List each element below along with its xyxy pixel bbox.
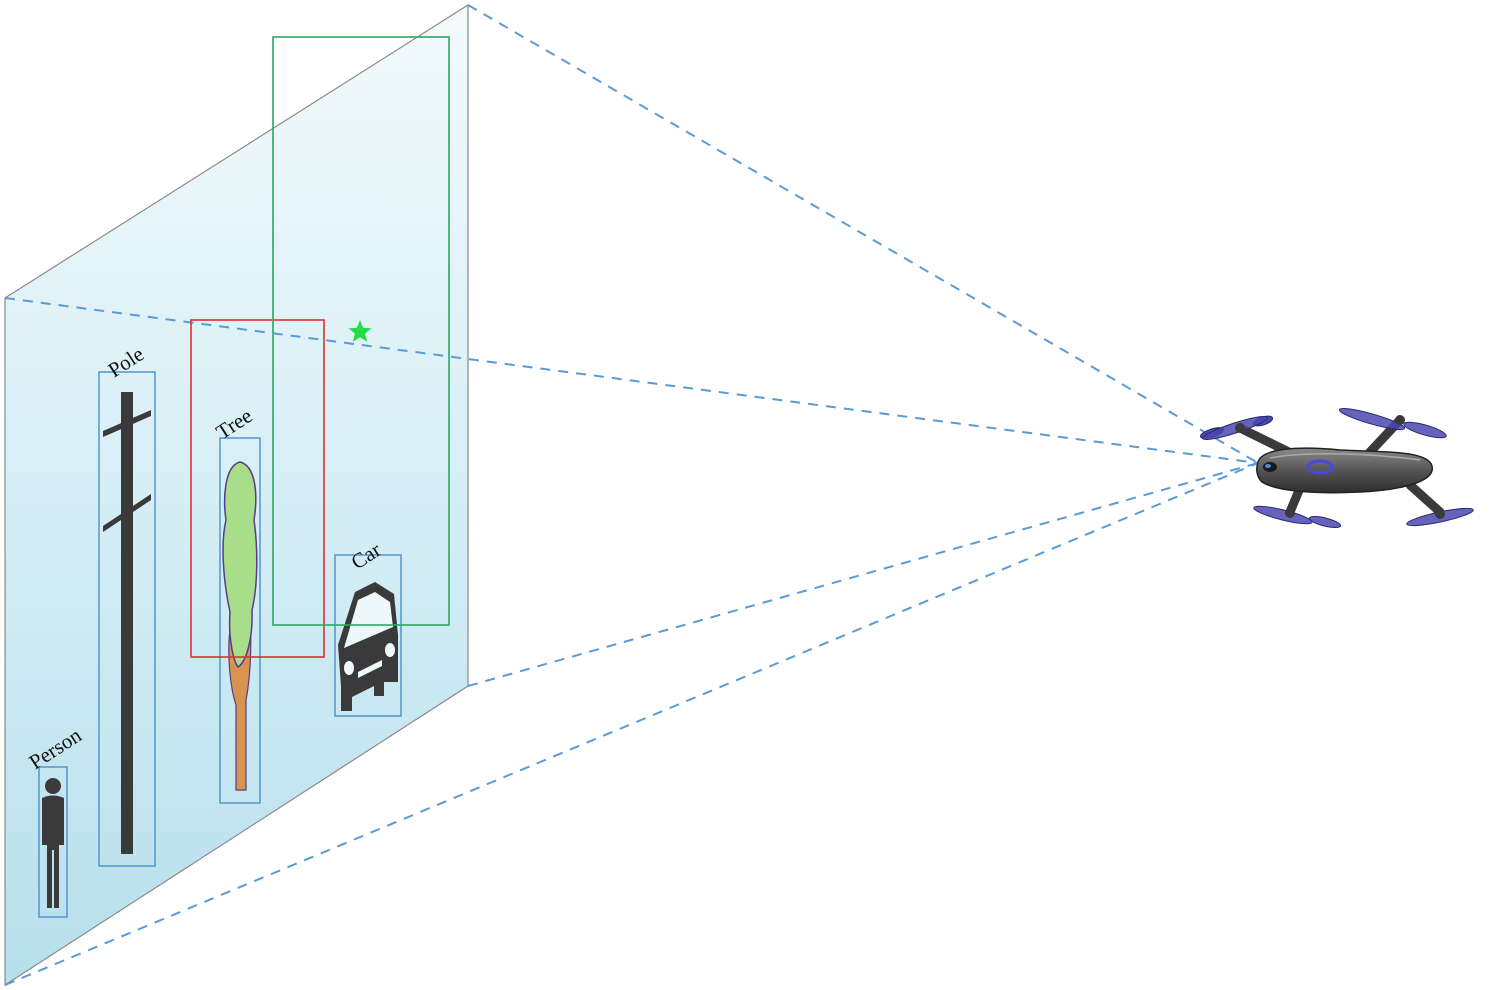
tree-bounding-box bbox=[219, 437, 261, 804]
sight-lines bbox=[4, 4, 1259, 986]
star-icon bbox=[348, 320, 372, 342]
drone-icon bbox=[1200, 407, 1474, 528]
sight-line-top-right bbox=[467, 4, 1259, 464]
sight-line-top-left bbox=[4, 297, 1259, 464]
person-bounding-box bbox=[38, 766, 68, 918]
sight-line-bottom-right bbox=[467, 462, 1259, 687]
tree-detection: Tree bbox=[212, 404, 261, 804]
red-region-box bbox=[190, 319, 325, 658]
pole-bounding-box bbox=[98, 371, 156, 867]
tree-icon bbox=[222, 461, 258, 791]
car-bounding-box bbox=[334, 554, 402, 717]
person-icon bbox=[42, 778, 64, 908]
pole-detection: Pole bbox=[98, 342, 156, 867]
green-region-box bbox=[272, 36, 450, 626]
pole-icon bbox=[103, 392, 151, 854]
car-icon bbox=[338, 582, 398, 711]
